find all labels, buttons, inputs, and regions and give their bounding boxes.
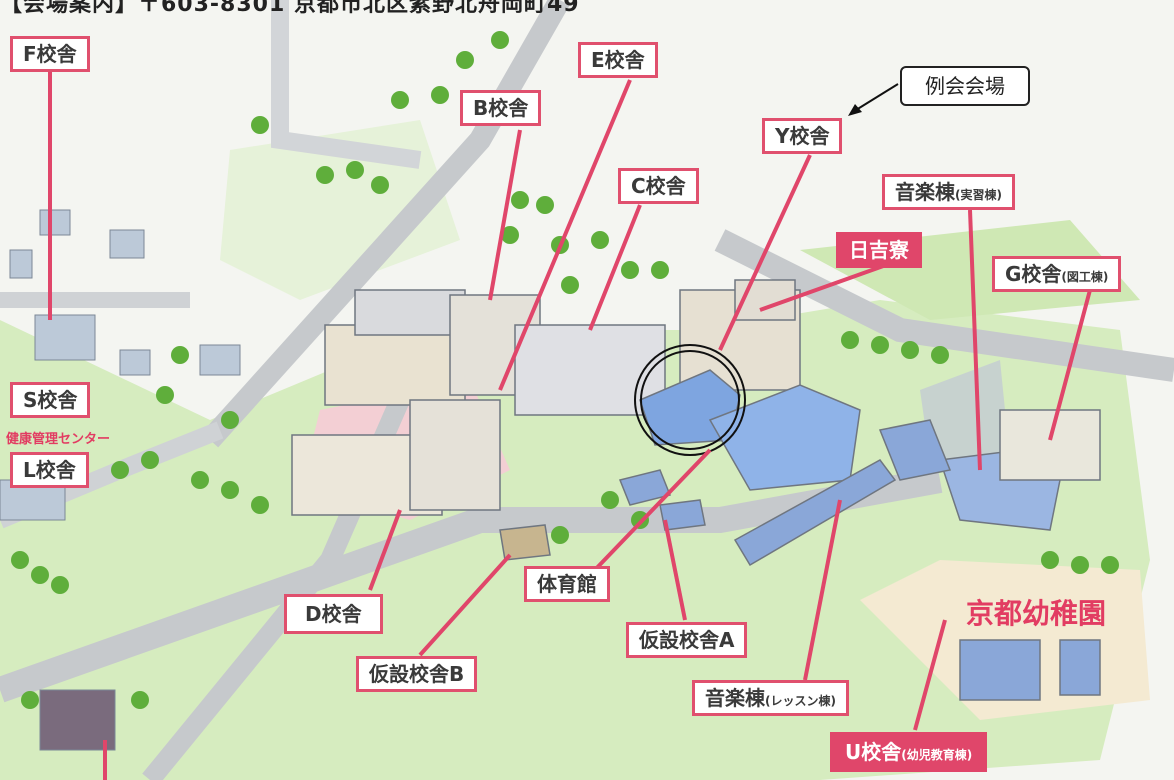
label-g-building-sub: (図工棟) bbox=[1061, 270, 1109, 284]
label-u-building: U校舎(幼児教育棟) bbox=[830, 732, 988, 772]
label-gymnasium: 体育館 bbox=[524, 566, 610, 602]
label-g-building: G校舎(図工棟) bbox=[992, 256, 1122, 292]
field bbox=[920, 360, 1010, 460]
label-f-building: F校舎 bbox=[10, 36, 90, 72]
houses-west bbox=[0, 209, 241, 751]
label-u-building-sub: (幼児教育棟) bbox=[901, 748, 973, 762]
label-g-building-main: G校舎 bbox=[1005, 262, 1062, 286]
trees bbox=[11, 31, 1119, 709]
label-music-lesson-main: 音楽棟 bbox=[705, 686, 765, 710]
label-health-center: 健康管理センター bbox=[6, 432, 111, 447]
label-u-building-main: U校舎 bbox=[845, 740, 902, 764]
venue-circle-outer bbox=[634, 344, 746, 456]
label-s-building: S校舎 bbox=[10, 382, 91, 418]
meeting-venue-callout: 例会会場 bbox=[900, 66, 1030, 106]
label-music-lesson: 音楽棟(レッスン棟) bbox=[692, 680, 849, 716]
label-music-practice: 音楽棟(実習棟) bbox=[882, 174, 1015, 210]
label-temp-building-a: 仮設校舎A bbox=[626, 622, 748, 658]
campus-grass bbox=[0, 300, 1150, 780]
label-c-building: C校舎 bbox=[618, 168, 699, 204]
label-b-building: B校舎 bbox=[460, 90, 542, 126]
label-music-lesson-sub: (レッスン棟) bbox=[765, 694, 836, 708]
leader-lines bbox=[48, 70, 1092, 780]
label-y-building: Y校舎 bbox=[762, 118, 843, 154]
hill-road bbox=[271, 0, 422, 169]
label-music-practice-main: 音楽棟 bbox=[895, 180, 955, 204]
label-hiyoshi-dorm: 日吉寮 bbox=[836, 232, 922, 268]
callout-arrow-line bbox=[855, 83, 899, 111]
label-l-building: L校舎 bbox=[10, 452, 89, 488]
label-temp-building-b: 仮設校舎B bbox=[356, 656, 478, 692]
label-d-building: D校舎 bbox=[284, 594, 383, 634]
callout-arrow-head bbox=[848, 104, 862, 116]
label-kyoto-kindergarten: 京都幼稚園 bbox=[966, 597, 1107, 630]
venue-circle-inner bbox=[640, 350, 740, 450]
label-e-building: E校舎 bbox=[578, 42, 658, 78]
address-header: 【会場案内】〒603-8301 京都市北区紫野北舟岡町49 bbox=[0, 0, 580, 17]
north-road bbox=[201, 0, 570, 448]
east-road bbox=[714, 229, 1174, 382]
label-music-practice-sub: (実習棟) bbox=[955, 188, 1002, 202]
